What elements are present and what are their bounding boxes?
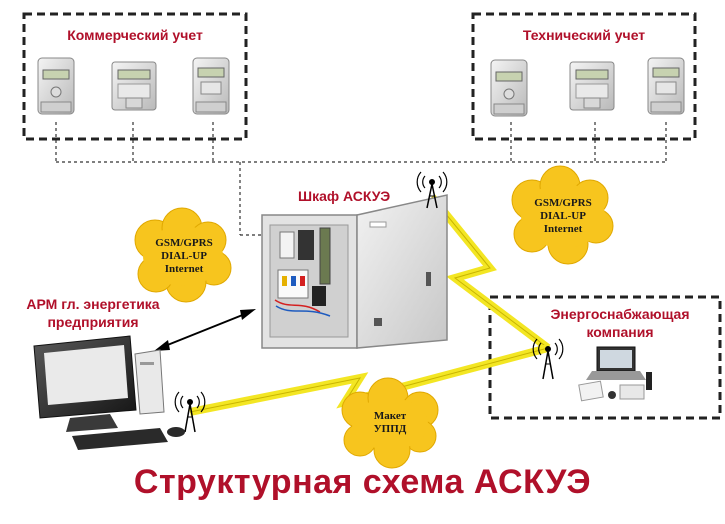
meter-icon: [37, 57, 75, 115]
diagram-title: Структурная схема АСКУЭ: [133, 463, 592, 501]
cabinet-label: Шкаф АСКУЭ: [298, 188, 391, 204]
workstation-label: АРМ гл. энергетика предприятия: [8, 295, 178, 331]
meter-bus-lines: [55, 122, 667, 236]
utility-label-line2: компания: [586, 324, 654, 340]
link-workstation-utility-edge: [189, 347, 549, 413]
cloud-bottom: [341, 377, 439, 469]
meter-icon: [490, 59, 528, 117]
antenna-icon: [532, 338, 564, 380]
cloud-bottom-text: Макет УППД: [356, 410, 424, 436]
computer-icon: [33, 335, 185, 450]
cloud-left-line: Internet: [164, 263, 204, 275]
cloud-bottom-line: Макет: [373, 410, 407, 422]
cloud-right-line: Internet: [543, 223, 583, 235]
utility-label-line1: Энергоснабжающая: [550, 306, 690, 322]
cabinet-icon: [261, 194, 448, 349]
commercial-group-box: [22, 12, 248, 141]
technical-group-box: [471, 12, 697, 141]
cloud-left-line: GSM/GPRS: [155, 237, 213, 249]
commercial-group-label: Коммерческий учет: [67, 27, 203, 43]
link-cabinet-utility-edge: [431, 196, 549, 349]
cloud-left: [134, 207, 232, 303]
antenna-icon: [416, 171, 448, 209]
utility-group-box: [488, 295, 722, 420]
double-arrow: [154, 309, 256, 351]
meter-icon: [569, 61, 615, 111]
cloud-right-line: GSM/GPRS: [534, 197, 592, 209]
antenna-icon: [174, 391, 206, 433]
cloud-left-text: GSM/GPRS DIAL-UP Internet: [148, 237, 220, 276]
utility-label: Энергоснабжающая компания: [520, 305, 720, 341]
meter-icon: [647, 57, 685, 115]
meter-icon: [192, 57, 230, 115]
cloud-left-line: DIAL-UP: [161, 250, 207, 262]
cloud-right: [511, 165, 614, 265]
cloud-right-text: GSM/GPRS DIAL-UP Internet: [527, 197, 599, 236]
cloud-bottom-line: УППД: [373, 423, 407, 435]
meter-icon: [111, 61, 157, 111]
workstation-label-line1: АРМ гл. энергетика: [26, 296, 160, 312]
cloud-right-line: DIAL-UP: [540, 210, 586, 222]
laptop-icon: [578, 346, 652, 402]
technical-group-label: Технический учет: [522, 27, 646, 43]
workstation-label-line2: предприятия: [47, 314, 139, 330]
